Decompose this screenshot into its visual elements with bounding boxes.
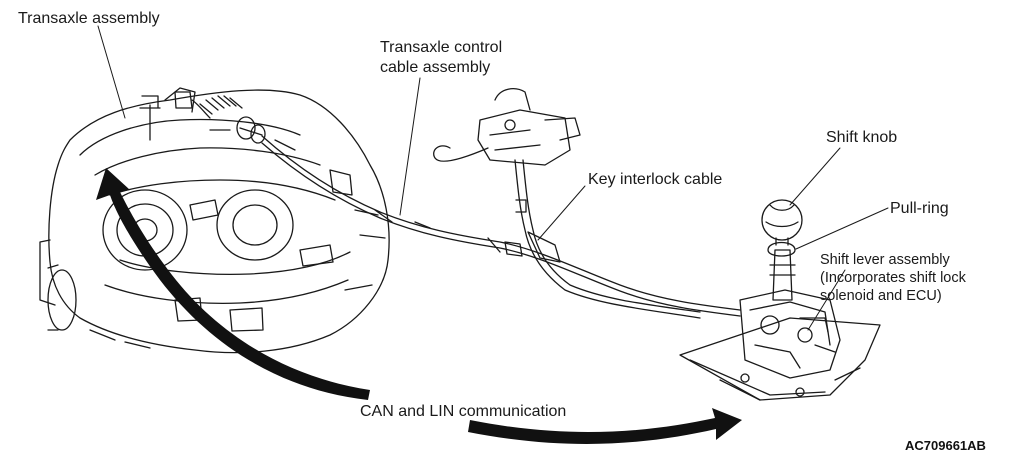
leader-pull-ring bbox=[795, 207, 889, 250]
leader-transaxle-assembly bbox=[97, 25, 126, 119]
label-transaxle-assembly: Transaxle assembly bbox=[18, 10, 160, 27]
label-shift-lever-assembly-line3: solenoid and ECU) bbox=[820, 288, 942, 304]
transaxle-control-cable-drawing bbox=[174, 91, 741, 317]
figure-code: AC709661AB bbox=[905, 438, 986, 453]
label-shift-knob: Shift knob bbox=[826, 129, 898, 146]
can-lin-arrow-to-shift-lever bbox=[468, 408, 742, 444]
key-interlock-cable-drawing bbox=[433, 88, 701, 319]
leader-key-interlock-cable bbox=[537, 185, 586, 241]
label-key-interlock-cable: Key interlock cable bbox=[588, 171, 723, 188]
label-transaxle-control-cable-line2: cable assembly bbox=[380, 59, 491, 76]
label-pull-ring: Pull-ring bbox=[890, 200, 949, 217]
shift-lever-assembly-drawing bbox=[679, 199, 881, 401]
label-shift-lever-assembly-line1: Shift lever assembly bbox=[820, 252, 950, 268]
transaxle-assembly-drawing bbox=[39, 87, 390, 354]
can-lin-arrow-to-transaxle bbox=[96, 168, 370, 400]
label-transaxle-control-cable-line1: Transaxle control bbox=[380, 39, 503, 56]
leader-shift-knob bbox=[789, 147, 841, 206]
leader-shift-lever-assembly bbox=[807, 269, 846, 331]
label-can-lin-communication: CAN and LIN communication bbox=[360, 403, 567, 420]
leader-lines bbox=[97, 25, 889, 331]
label-shift-lever-assembly-line2: (Incorporates shift lock bbox=[820, 270, 966, 286]
leader-transaxle-control-cable bbox=[399, 77, 421, 216]
